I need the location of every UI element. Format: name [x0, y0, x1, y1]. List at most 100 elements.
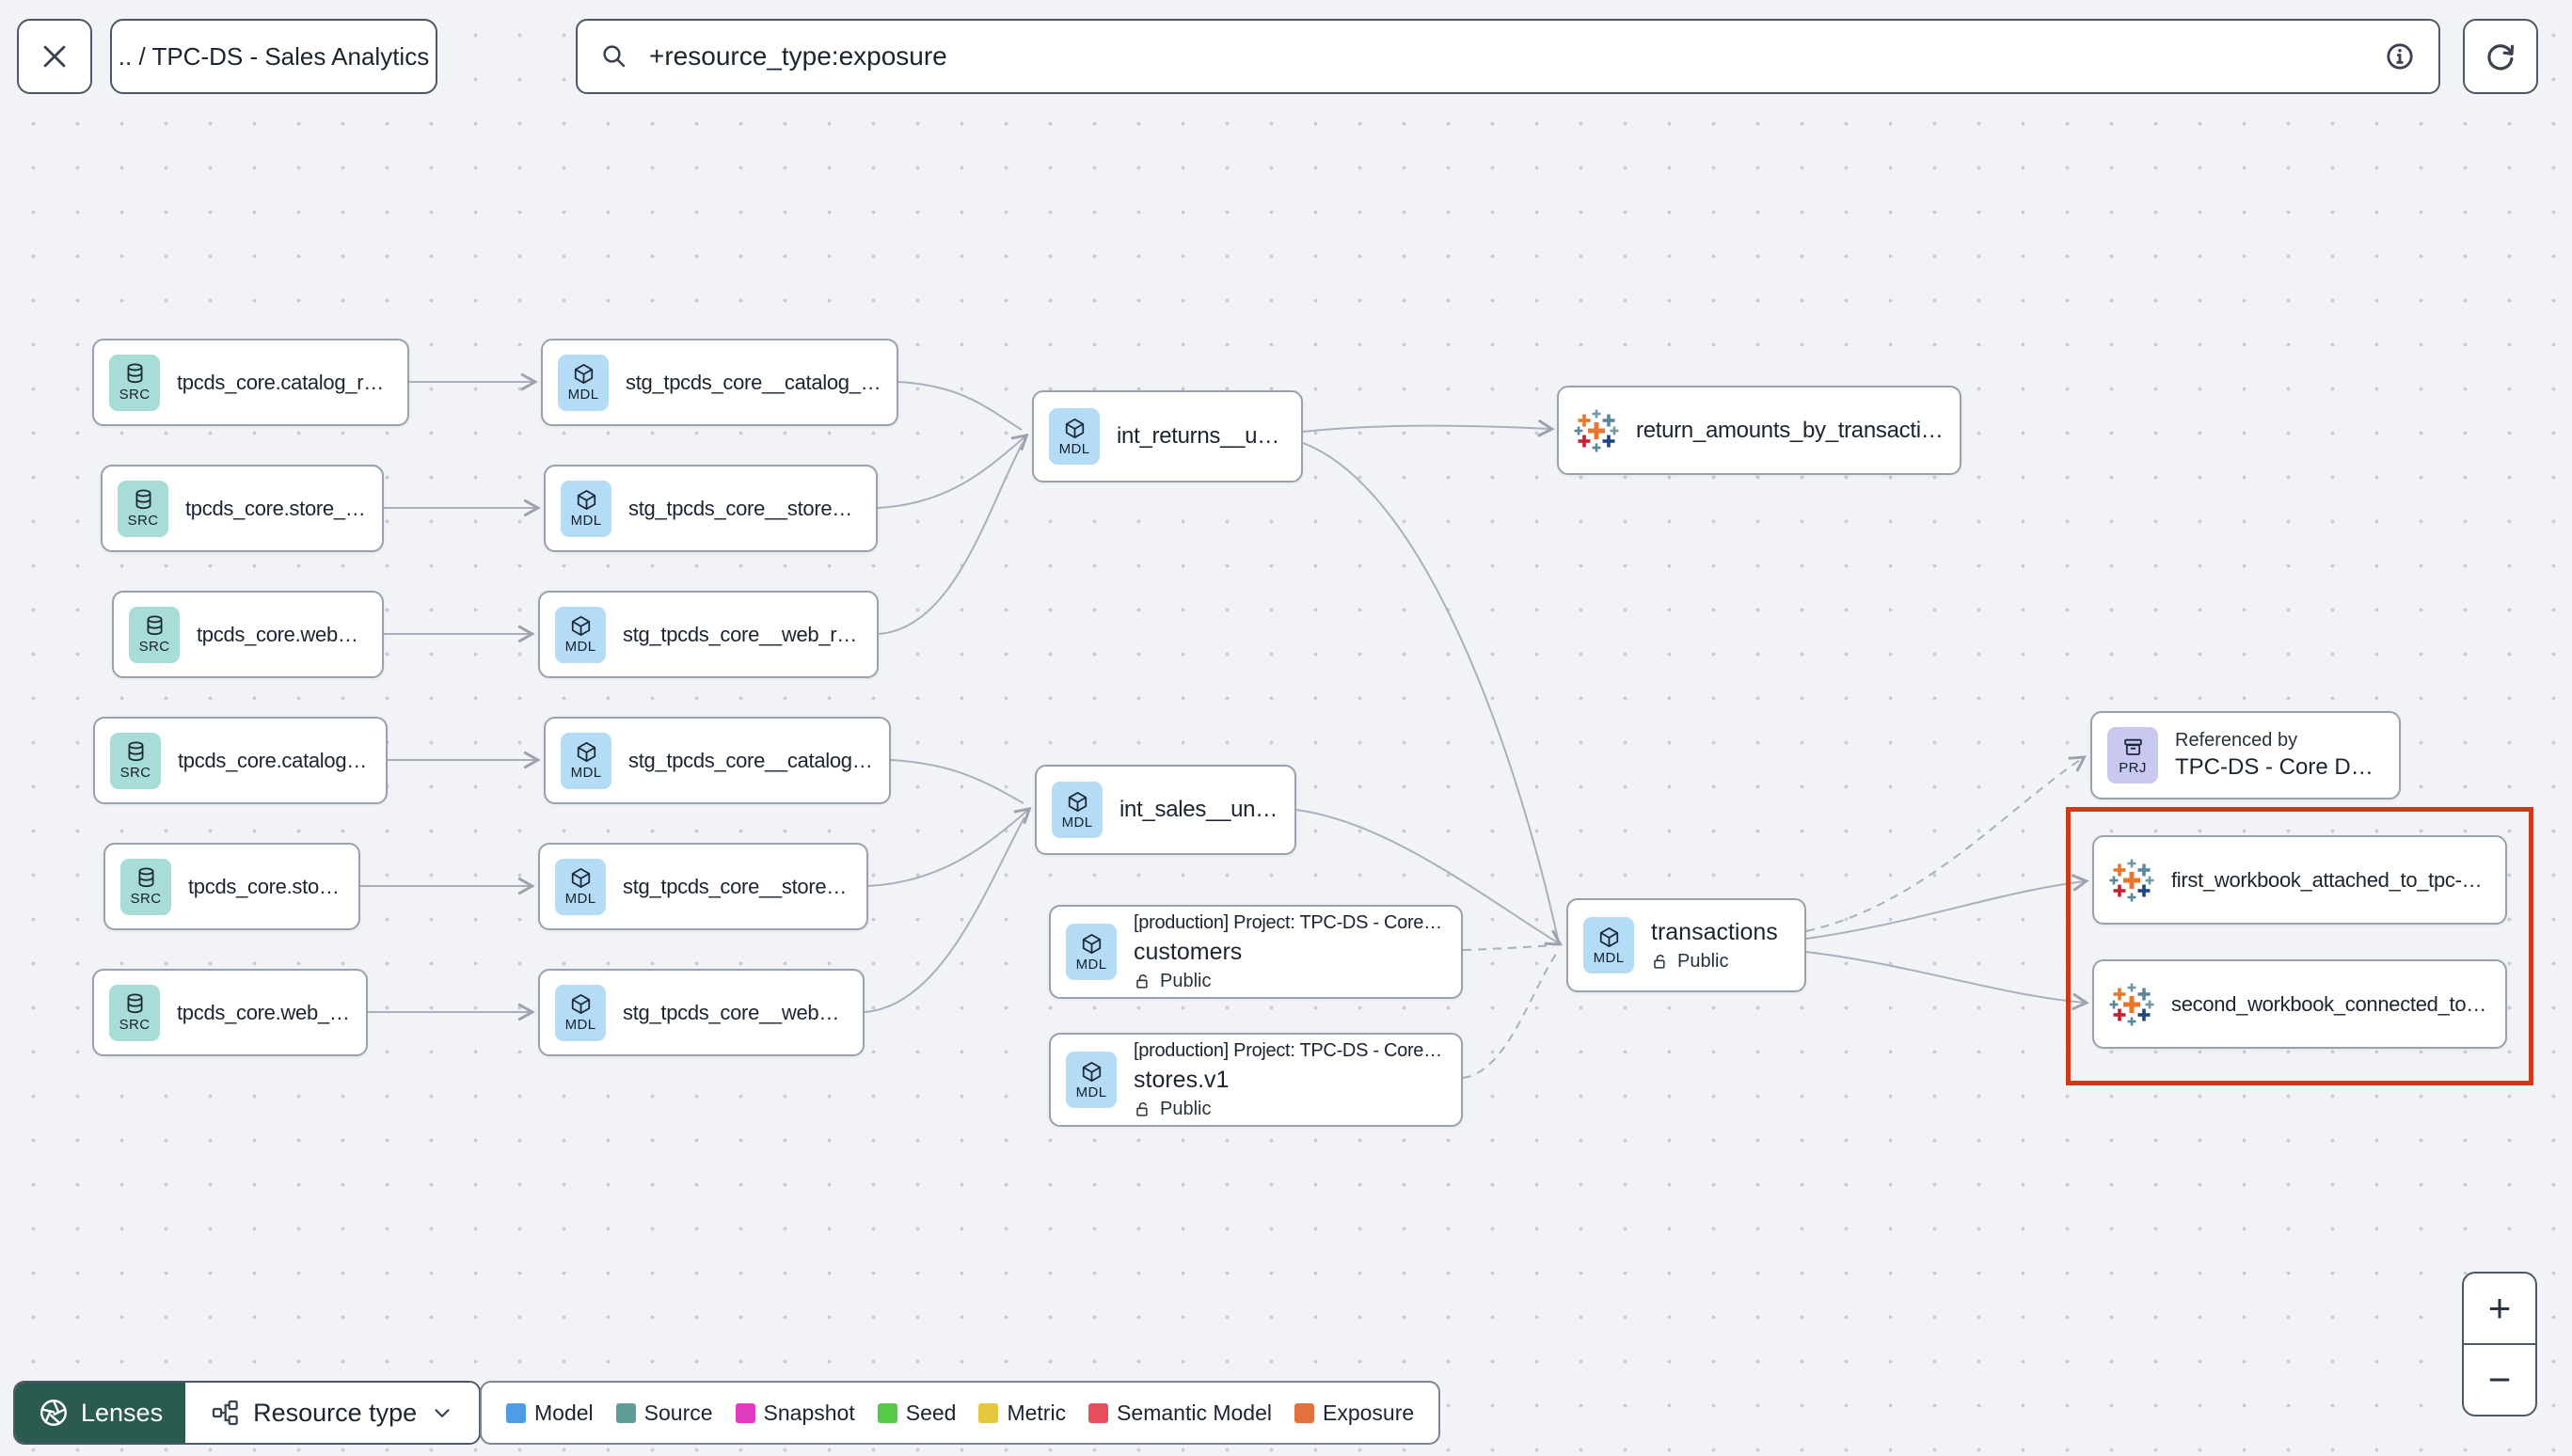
node-model-stores-v1[interactable]: MDL [production] Project: TPC-DS - Core … [1049, 1033, 1463, 1127]
semantic-model-swatch [1088, 1402, 1109, 1423]
model-badge: MDL [1066, 924, 1117, 980]
lens-bar: Lenses Resource type [13, 1381, 482, 1445]
edge [1805, 755, 2088, 932]
tableau-icon [2109, 982, 2154, 1027]
node-exposure-first-workbook[interactable]: first_workbook_attached_to_tpc-ds_-_… [2092, 835, 2507, 925]
zoom-controls: + − [2462, 1272, 2537, 1416]
model-badge: MDL [1583, 917, 1634, 973]
node-model-stg-web-sales[interactable]: MDL stg_tpcds_core__web_sales [538, 969, 865, 1056]
legend-item-seed: Seed [877, 1401, 956, 1426]
node-exposure-second-workbook[interactable]: second_workbook_connected_to_live… [2092, 959, 2507, 1049]
database-icon [123, 992, 147, 1016]
zoom-out-button[interactable]: − [2464, 1345, 2535, 1415]
snapshot-swatch [735, 1402, 755, 1423]
refresh-icon [2487, 44, 2515, 71]
refresh-button[interactable] [2463, 19, 2538, 94]
search-icon [603, 45, 626, 68]
model-badge: MDL [561, 480, 611, 537]
cube-icon [569, 866, 593, 890]
resource-type-dropdown[interactable]: Resource type [185, 1383, 480, 1443]
minus-icon: − [2487, 1357, 2512, 1401]
cube-icon [1063, 417, 1087, 440]
edge [867, 806, 1032, 887]
source-swatch [615, 1402, 636, 1423]
access-row: Public [1134, 1099, 1446, 1120]
access-row: Public [1134, 971, 1446, 992]
database-icon [123, 362, 147, 386]
node-model-int-sales-unioned[interactable]: MDL int_sales__unioned [1035, 765, 1296, 855]
source-badge: SRC [109, 984, 160, 1041]
legend-item-exposure: Exposure [1294, 1401, 1414, 1426]
access-row: Public [1651, 951, 1778, 973]
info-icon[interactable] [2384, 40, 2416, 72]
project-label: [production] Project: TPC-DS - Core Data… [1134, 911, 1446, 933]
source-badge: SRC [118, 480, 168, 537]
cube-icon [569, 614, 593, 638]
node-source-tpcds-core-store-sales[interactable]: SRC tpcds_core.store_sales [103, 843, 360, 930]
source-badge: SRC [129, 606, 180, 663]
node-model-stg-catalog-sales[interactable]: MDL stg_tpcds_core__catalog_sales [544, 717, 891, 804]
cube-icon [575, 740, 598, 764]
cube-icon [1080, 932, 1103, 956]
cube-icon [1080, 1060, 1103, 1084]
edge [1462, 944, 1555, 951]
tableau-icon [1574, 408, 1619, 453]
cube-icon [572, 362, 595, 386]
node-model-int-returns-unioned[interactable]: MDL int_returns__unioned [1032, 390, 1303, 483]
resource-type-legend: Model Source Snapshot Seed Metric Semant… [480, 1381, 1441, 1445]
node-model-stg-store-returns[interactable]: MDL stg_tpcds_core__store_returns [544, 465, 878, 552]
archive-box-icon [2121, 736, 2145, 759]
chevron-down-icon [435, 1409, 450, 1417]
node-source-tpcds-core-web-returns[interactable]: SRC tpcds_core.web_returns [112, 591, 384, 678]
cube-icon [1597, 926, 1621, 949]
node-project-referenced-by[interactable]: PRJ Referenced by TPC-DS - Core Data Mod… [2090, 711, 2401, 799]
legend-item-snapshot: Snapshot [735, 1401, 855, 1426]
model-badge: MDL [555, 606, 606, 663]
edge [878, 442, 1024, 635]
edge [1805, 873, 2089, 940]
node-model-customers[interactable]: MDL [production] Project: TPC-DS - Core … [1049, 905, 1463, 999]
model-badge: MDL [1052, 782, 1103, 838]
plus-icon: + [2487, 1286, 2512, 1330]
search-bar [576, 19, 2440, 94]
exposure-swatch [1294, 1402, 1314, 1423]
node-model-stg-store-sales[interactable]: MDL stg_tpcds_core__store_sales [538, 843, 868, 930]
source-badge: SRC [120, 858, 171, 915]
node-source-tpcds-core-store-returns[interactable]: SRC tpcds_core.store_returns [101, 465, 384, 552]
edge [864, 816, 1025, 1013]
zoom-in-button[interactable]: + [2464, 1274, 2535, 1345]
node-exposure-return-amounts[interactable]: return_amounts_by_transaction_type [1557, 386, 1961, 475]
unlock-icon [1134, 1100, 1151, 1118]
edge [897, 381, 1023, 431]
lenses-label: Lenses [81, 1398, 164, 1427]
aperture-icon [40, 1400, 67, 1426]
model-badge: MDL [1049, 408, 1100, 465]
edge [1302, 419, 1555, 437]
search-input[interactable] [647, 40, 2365, 72]
node-source-tpcds-core-catalog-returns[interactable]: SRC tpcds_core.catalog_returns [92, 339, 409, 426]
project-badge: PRJ [2107, 727, 2158, 783]
close-button[interactable] [17, 19, 92, 94]
node-source-tpcds-core-catalog-sales[interactable]: SRC tpcds_core.catalog_sales [93, 717, 388, 804]
model-badge: MDL [558, 354, 609, 411]
seed-swatch [877, 1402, 897, 1423]
unlock-icon [1651, 953, 1669, 971]
edge [877, 433, 1029, 509]
edge [890, 759, 1024, 804]
node-model-stg-web-returns[interactable]: MDL stg_tpcds_core__web_returns [538, 591, 879, 678]
cube-icon [575, 488, 598, 512]
model-swatch [506, 1402, 526, 1423]
breadcrumb[interactable]: .. / TPC-DS - Sales Analytics [110, 19, 437, 94]
tableau-icon [2109, 858, 2154, 903]
highlight-rectangle [2066, 807, 2533, 1085]
database-icon [124, 740, 148, 764]
node-model-stg-catalog-returns[interactable]: MDL stg_tpcds_core__catalog_returns [541, 339, 898, 426]
project-label: [production] Project: TPC-DS - Core Data… [1134, 1039, 1446, 1061]
legend-item-model: Model [506, 1401, 594, 1426]
model-badge: MDL [555, 984, 606, 1041]
node-model-transactions[interactable]: MDL transactions Public [1566, 898, 1806, 992]
edge [1462, 952, 1558, 1079]
lenses-button[interactable]: Lenses [15, 1383, 186, 1443]
node-source-tpcds-core-web-sales[interactable]: SRC tpcds_core.web_sales [92, 969, 368, 1056]
